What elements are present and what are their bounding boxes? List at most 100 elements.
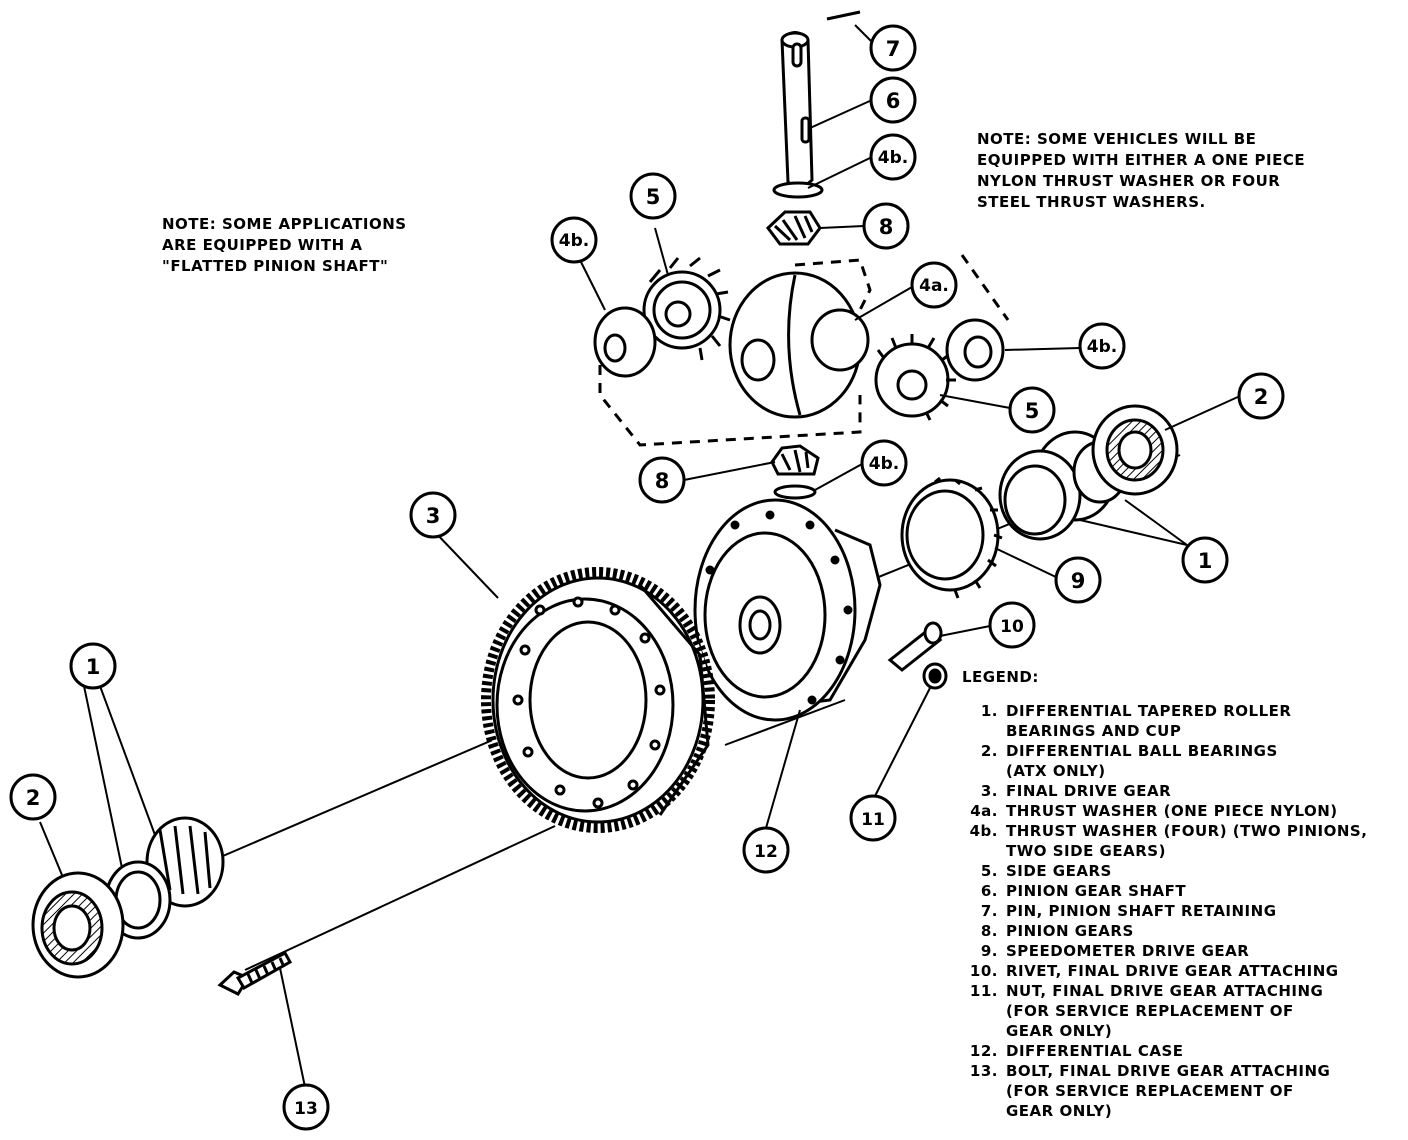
legend-item-text: RIVET, FINAL DRIVE GEAR ATTACHING	[1006, 962, 1339, 980]
legend-item-number	[962, 1081, 1006, 1101]
nut	[922, 662, 948, 690]
legend-item-number: 4b.	[969, 822, 998, 840]
legend-item: (FOR SERVICE REPLACEMENT OF	[962, 1001, 1367, 1021]
legend-item-text: PINION GEAR SHAFT	[1006, 882, 1187, 900]
callout-13: 13	[282, 1083, 330, 1131]
differential-carrier	[728, 271, 870, 419]
callout-6: 6	[869, 76, 917, 124]
ball-bearing-right	[1091, 404, 1179, 496]
svg-text:8: 8	[879, 215, 894, 239]
callout-12: 12	[742, 826, 790, 874]
callout-1-left: 1	[69, 642, 117, 690]
ball-bearing-left	[31, 871, 125, 979]
svg-text:6: 6	[886, 89, 901, 113]
legend-item-number: 11.	[969, 982, 998, 1000]
callout-5-top: 5	[629, 172, 677, 220]
legend-item: 5. SIDE GEARS	[962, 861, 1367, 881]
svg-text:8: 8	[655, 469, 670, 493]
callout-4b-top: 4b.	[869, 133, 917, 181]
legend-item-text: DIFFERENTIAL BALL BEARINGS	[1006, 742, 1278, 760]
callout-11: 11	[849, 794, 897, 842]
legend-item-number	[962, 1001, 1006, 1021]
legend-item: 8.PINION GEARS	[962, 921, 1367, 941]
legend-item-text: NUT, FINAL DRIVE GEAR ATTACHING	[1006, 982, 1324, 1000]
callout-4b-lower: 4b.	[860, 439, 908, 487]
svg-text:4b.: 4b.	[878, 148, 908, 168]
callout-2-left: 2	[9, 773, 57, 821]
callout-7: 7	[869, 24, 917, 72]
legend-item-text: GEAR ONLY)	[1006, 1022, 1113, 1040]
note-line: NOTE: SOME VEHICLES WILL BE	[977, 130, 1257, 148]
legend-item: 12. DIFFERENTIAL CASE	[962, 1041, 1367, 1061]
legend-item-text: DIFFERENTIAL CASE	[1006, 1042, 1184, 1060]
callout-4a: 4a.	[910, 261, 958, 309]
legend-item: GEAR ONLY)	[962, 1101, 1367, 1121]
svg-text:4b.: 4b.	[1087, 337, 1117, 357]
legend-item-text: THRUST WASHER (ONE PIECE NYLON)	[1006, 802, 1338, 820]
callout-5-right: 5	[1008, 386, 1056, 434]
callout-8-bottom: 8	[638, 456, 686, 504]
legend-item-text: PIN, PINION SHAFT RETAINING	[1006, 902, 1277, 920]
svg-text:12: 12	[754, 842, 778, 862]
legend-item: TWO SIDE GEARS)	[962, 841, 1367, 861]
case-outline-dashed	[598, 254, 1010, 447]
svg-text:2: 2	[1254, 385, 1269, 409]
legend-item-text: BOLT, FINAL DRIVE GEAR ATTACHING	[1006, 1062, 1331, 1080]
legend-item: 11. NUT, FINAL DRIVE GEAR ATTACHING	[962, 981, 1367, 1001]
final-drive-gear	[481, 567, 715, 833]
callout-10: 10	[988, 601, 1036, 649]
legend-item-number: 2.	[980, 742, 998, 760]
svg-text:4a.: 4a.	[919, 276, 949, 296]
legend-item: 7. PIN, PINION SHAFT RETAINING	[962, 901, 1367, 921]
legend-item: (FOR SERVICE REPLACEMENT OF	[962, 1081, 1367, 1101]
legend-item-text: THRUST WASHER (FOUR) (TWO PINIONS,	[1006, 822, 1368, 840]
note-line: EQUIPPED WITH EITHER A ONE PIECE	[977, 151, 1306, 169]
legend-item-text: DIFFERENTIAL TAPERED ROLLER	[1006, 702, 1292, 720]
legend-item-text: (FOR SERVICE REPLACEMENT OF	[1006, 1082, 1294, 1100]
note-line: ARE EQUIPPED WITH A	[162, 236, 363, 254]
legend-item-text: (ATX ONLY)	[1006, 762, 1106, 780]
legend-item-number: 13.	[969, 1062, 998, 1080]
legend-item: 3.FINAL DRIVE GEAR	[962, 781, 1367, 801]
legend-item-text: TWO SIDE GEARS)	[1006, 842, 1166, 860]
legend-item-text: BEARINGS AND CUP	[1006, 722, 1182, 740]
legend-item-number: 12.	[969, 1042, 998, 1060]
legend-item: 2. DIFFERENTIAL BALL BEARINGS	[962, 741, 1367, 761]
svg-text:11: 11	[861, 810, 885, 830]
legend-item: (ATX ONLY)	[962, 761, 1367, 781]
legend-item-number: 3.	[980, 782, 998, 800]
differential-case	[693, 498, 882, 722]
legend-item-number: 1.	[980, 702, 998, 720]
note-flatted-pinion-shaft: NOTE: SOME APPLICATIONS ARE EQUIPPED WIT…	[162, 214, 407, 277]
leader-lines	[39, 24, 1241, 1088]
callout-3: 3	[409, 491, 457, 539]
note-line: STEEL THRUST WASHERS.	[977, 193, 1206, 211]
svg-text:1: 1	[86, 655, 101, 679]
legend-item-text: SPEEDOMETER DRIVE GEAR	[1006, 942, 1250, 960]
bolt	[217, 950, 293, 996]
svg-text:4b.: 4b.	[869, 454, 899, 474]
callout-9: 9	[1054, 556, 1102, 604]
svg-text:3: 3	[426, 504, 441, 528]
legend-item-number: 5.	[980, 862, 998, 880]
legend-item-number	[962, 841, 1006, 861]
legend-item: 13. BOLT, FINAL DRIVE GEAR ATTACHING	[962, 1061, 1367, 1081]
legend-item-number: 7.	[980, 902, 998, 920]
legend-item: 6.PINION GEAR SHAFT	[962, 881, 1367, 901]
legend-items: 1. DIFFERENTIAL TAPERED ROLLER BEARINGS AN…	[962, 701, 1367, 1121]
speedometer-drive-gear	[900, 476, 1003, 599]
side-gear-top	[642, 256, 731, 361]
note-line: NYLON THRUST WASHER OR FOUR	[977, 172, 1281, 190]
svg-text:10: 10	[1000, 617, 1024, 637]
legend-item: 4b. THRUST WASHER (FOUR) (TWO PINIONS,	[962, 821, 1367, 841]
legend-item-text: SIDE GEARS	[1006, 862, 1112, 880]
legend-item: 9.SPEEDOMETER DRIVE GEAR	[962, 941, 1367, 961]
pinion-gear-top	[765, 210, 822, 246]
legend-item-number	[962, 721, 1006, 741]
legend-item: BEARINGS AND CUP	[962, 721, 1367, 741]
callout-8-top: 8	[862, 202, 910, 250]
note-line: "FLATTED PINION SHAFT"	[162, 257, 389, 275]
svg-text:4b.: 4b.	[559, 231, 589, 251]
